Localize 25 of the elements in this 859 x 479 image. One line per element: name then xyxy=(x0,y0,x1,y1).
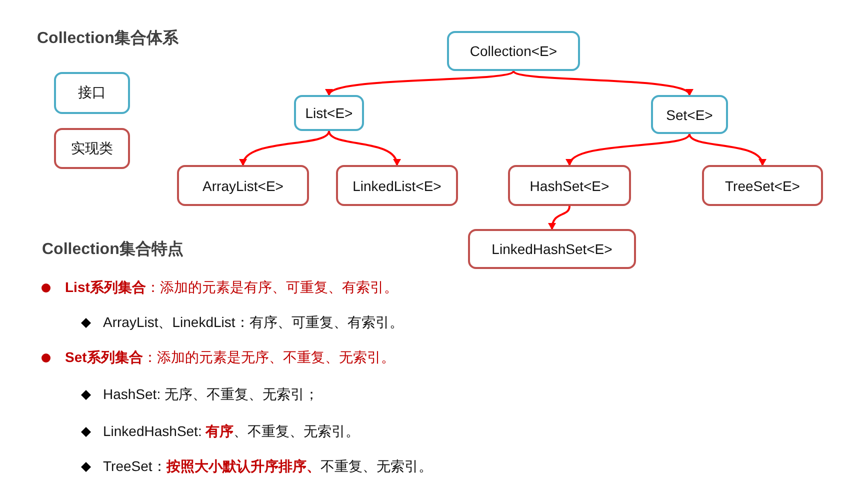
bullet-text: List系列集合：添加的元素是有序、可重复、有索引。 xyxy=(65,279,398,297)
class-box: TreeSet<E> xyxy=(702,165,823,206)
heading: Collection集合特点 xyxy=(42,240,184,260)
bullet-text: Set系列集合：添加的元素是无序、不重复、无索引。 xyxy=(65,349,395,367)
interface-box: List<E> xyxy=(294,95,364,131)
arrow xyxy=(512,70,690,96)
arrow xyxy=(568,133,690,166)
interface-box: Set<E> xyxy=(651,95,728,134)
interface-box: 接口 xyxy=(54,72,130,114)
arrow xyxy=(328,70,514,96)
class-box: LinkedList<E> xyxy=(336,165,458,206)
heading: Collection集合体系 xyxy=(37,28,178,49)
bullet-text: HashSet: 无序、不重复、无索引； xyxy=(103,386,318,404)
arrow xyxy=(688,134,765,166)
bullet-text: TreeSet：按照大小默认升序排序、不重复、无索引。 xyxy=(103,458,432,476)
class-box: LinkedHashSet<E> xyxy=(468,229,636,269)
bullet-text: ArrayList、LinekdList：有序、可重复、有索引。 xyxy=(103,314,404,332)
bullet-text: LinkedHashSet: 有序、不重复、无索引。 xyxy=(103,423,360,441)
class-box: ArrayList<E> xyxy=(177,165,309,206)
arrow xyxy=(240,130,330,166)
arrow xyxy=(548,206,570,230)
class-box: HashSet<E> xyxy=(508,165,631,206)
interface-box: Collection<E> xyxy=(447,31,580,71)
arrow xyxy=(328,130,400,166)
class-box: 实现类 xyxy=(54,128,130,169)
